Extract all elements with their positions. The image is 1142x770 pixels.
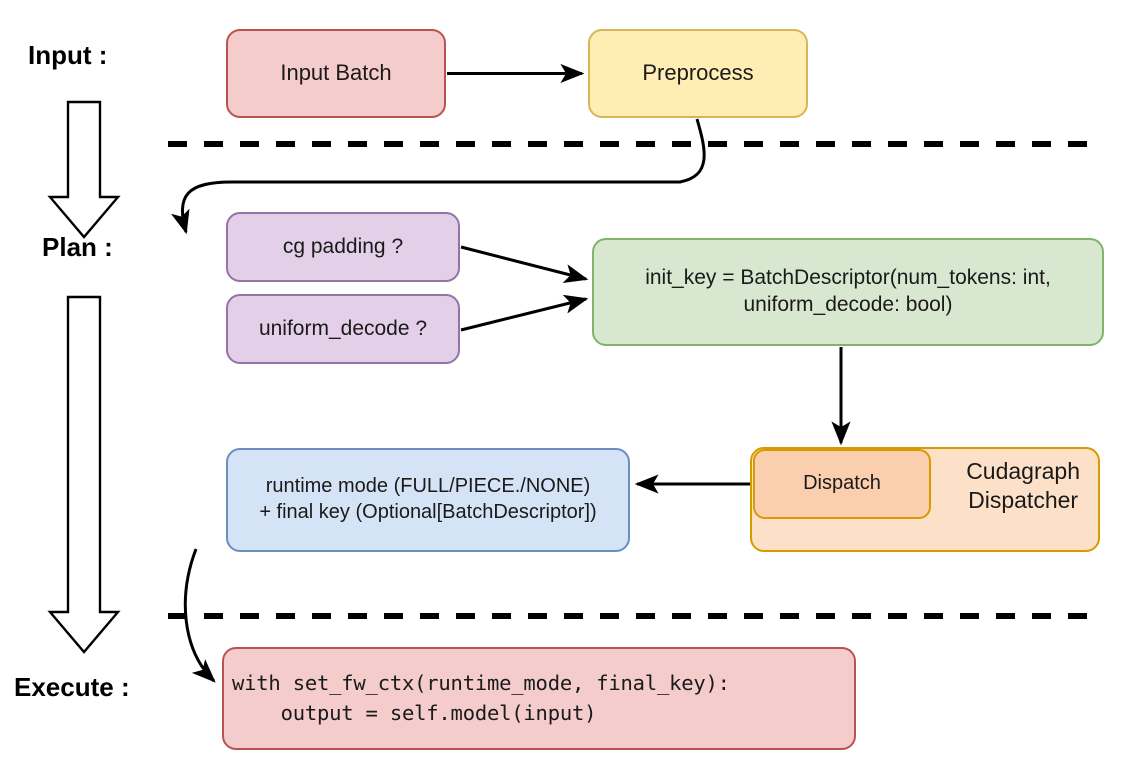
node-uniform-decode[interactable]: uniform_decode ? xyxy=(226,294,460,364)
node-execute-code-block[interactable]: with set_fw_ctx(runtime_mode, final_key)… xyxy=(222,647,856,750)
stage-arrow-plan-to-execute xyxy=(47,295,121,654)
stage-label-execute: Execute : xyxy=(14,672,130,702)
node-input-batch[interactable]: Input Batch xyxy=(226,29,446,118)
stage-label-input: Input : xyxy=(28,40,108,70)
arrow-cg-padding-to-init-key xyxy=(460,245,589,283)
arrow-runtime-mode-to-code xyxy=(183,548,216,683)
stage-label-plan: Plan : xyxy=(42,232,113,262)
node-dispatch[interactable]: Dispatch xyxy=(753,449,931,519)
node-init-key-batch-descriptor[interactable]: init_key = BatchDescriptor(num_tokens: i… xyxy=(592,238,1104,346)
arrow-uniform-decode-to-init-key xyxy=(460,294,589,332)
stage-arrow-input-to-plan xyxy=(47,100,121,239)
execute-code-text: with set_fw_ctx(runtime_mode, final_key)… xyxy=(232,670,730,725)
node-preprocess[interactable]: Preprocess xyxy=(588,29,808,118)
node-cg-padding[interactable]: cg padding ? xyxy=(226,212,460,282)
node-runtime-mode[interactable]: runtime mode (FULL/PIECE./NONE) + final … xyxy=(226,448,630,552)
